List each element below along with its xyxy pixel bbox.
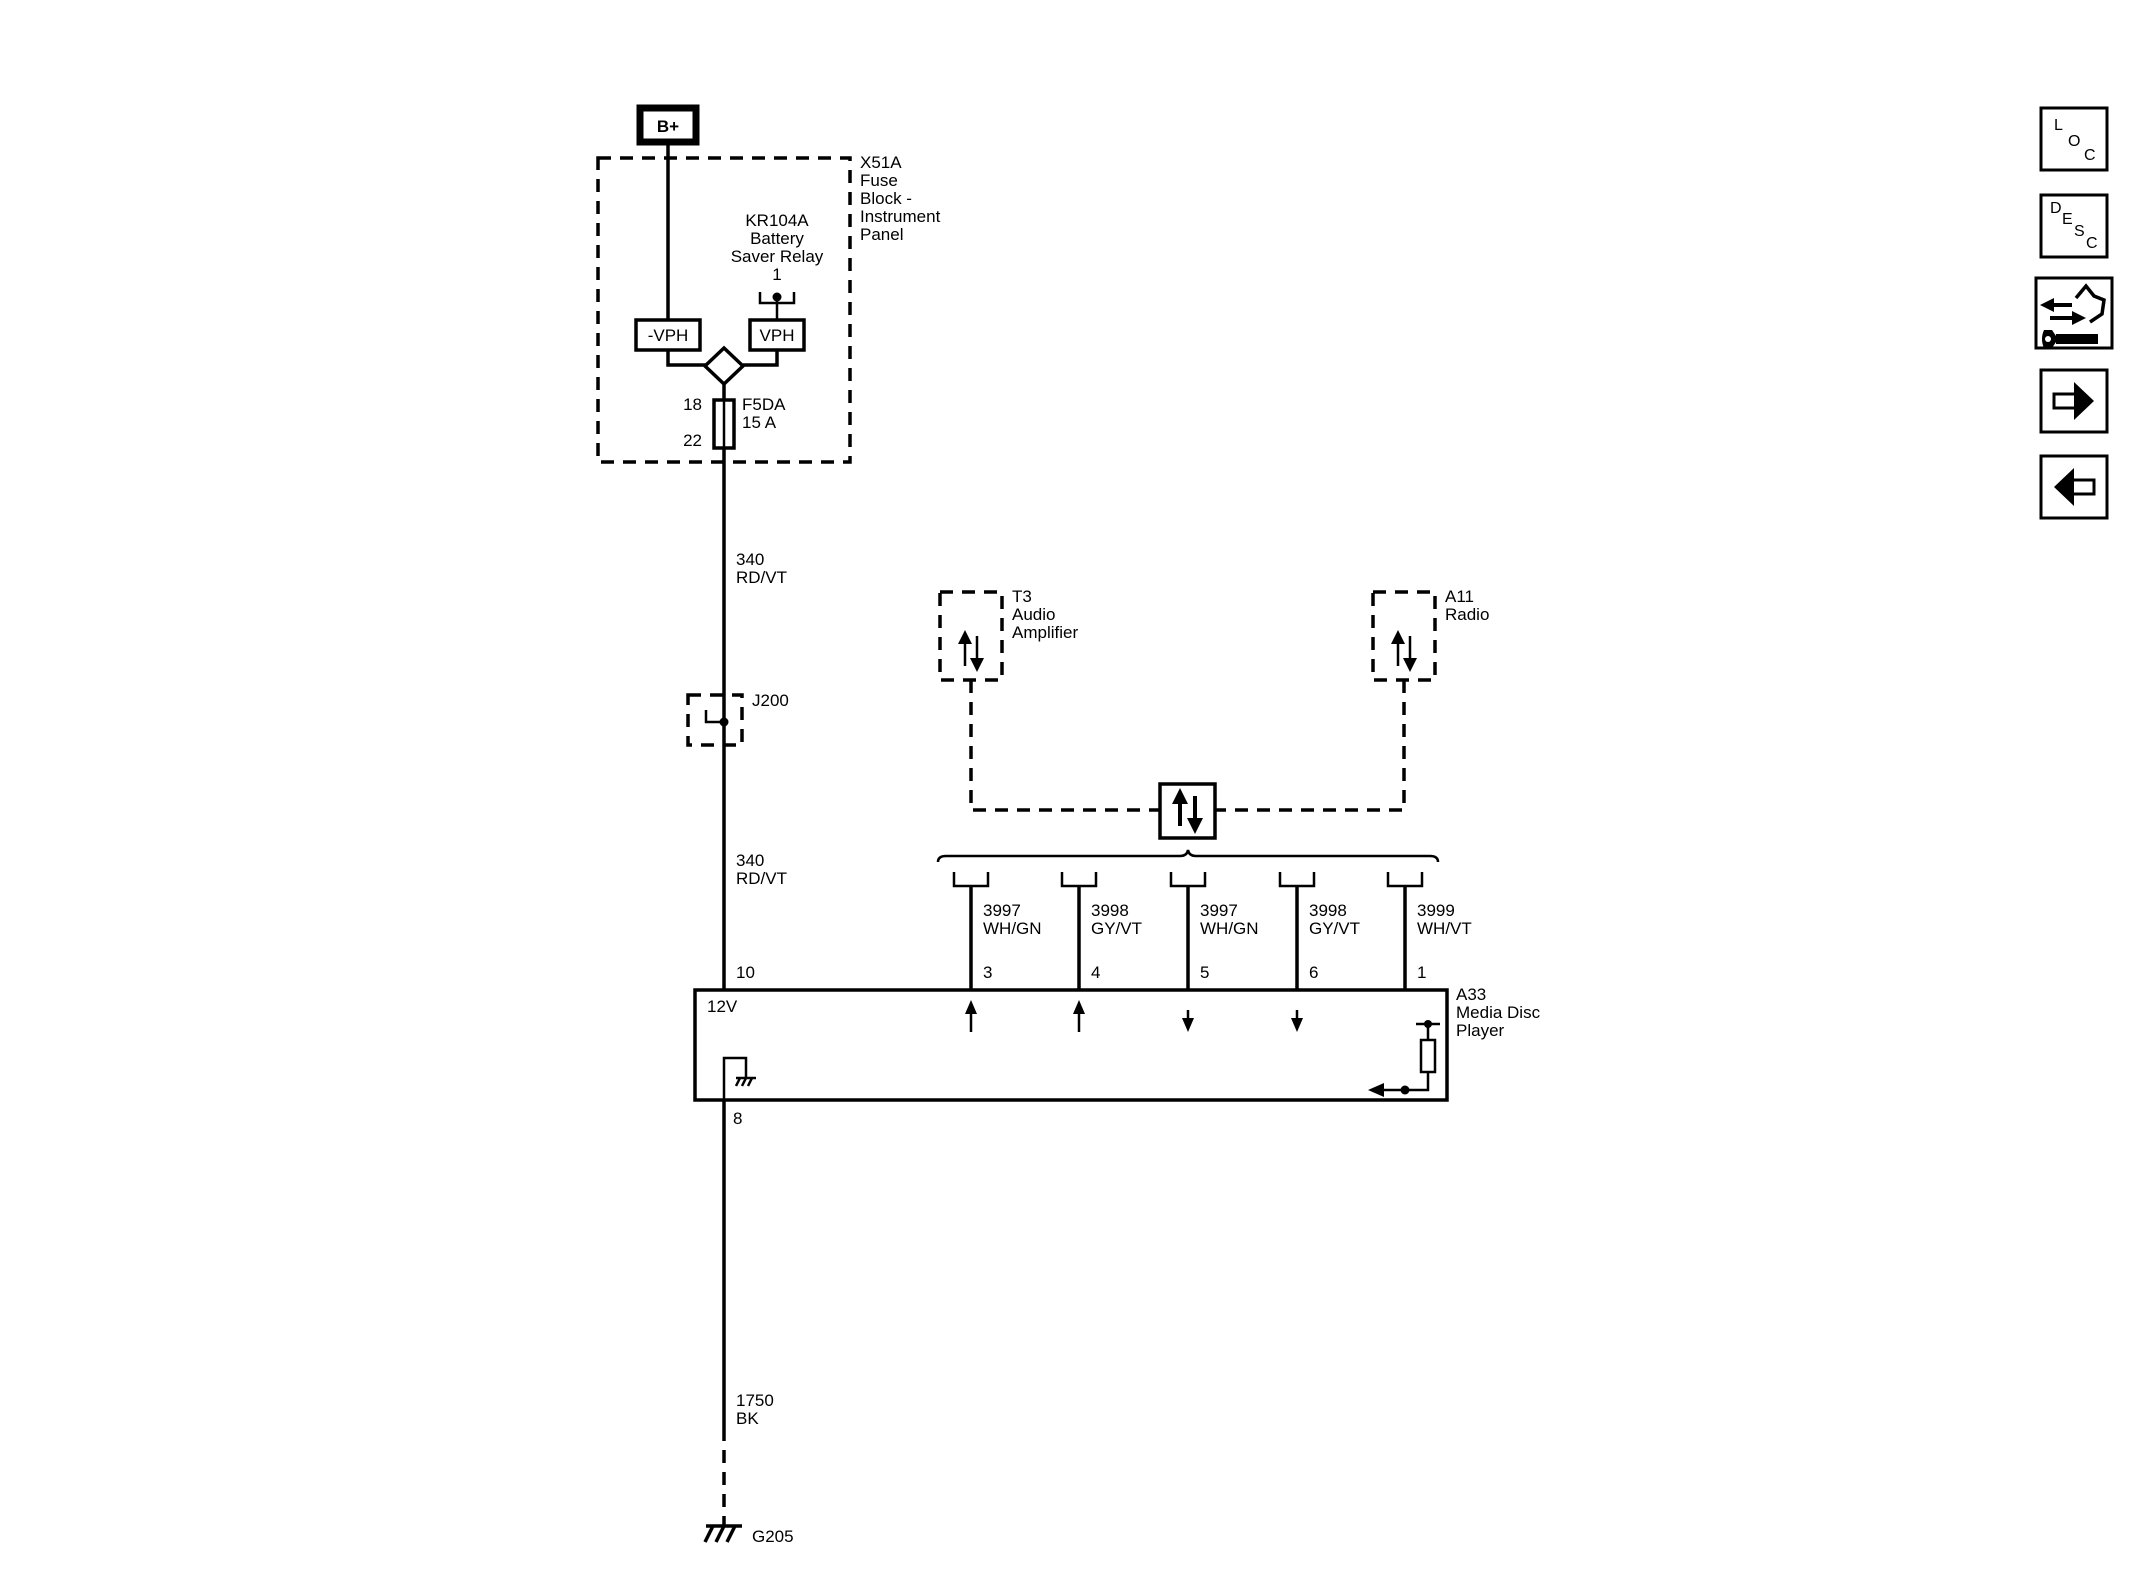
connector-service-button[interactable]: [2034, 276, 2114, 350]
signal-3-pin: 5: [1200, 963, 1209, 982]
arrow-right-icon: [2052, 382, 2094, 420]
splice-outline: [686, 693, 744, 747]
ground-name: G205: [752, 1527, 794, 1546]
signal-5-color: WH/VT: [1417, 919, 1472, 938]
amplifier-link: [969, 680, 1160, 812]
previous-button[interactable]: [2039, 454, 2109, 520]
wrench-icon: [2042, 330, 2098, 348]
signal-3-color: WH/GN: [1200, 919, 1259, 938]
signal-5-pin: 1: [1417, 963, 1426, 982]
battery-positive-source: B+: [636, 104, 700, 146]
location-letter-l: L: [2054, 117, 2063, 134]
relay-name: KR104A: [745, 211, 809, 230]
signal-4-color: GY/VT: [1309, 919, 1360, 938]
amplifier-desc-2: Amplifier: [1012, 623, 1078, 642]
fuse-pin-in: 18: [683, 395, 702, 414]
player-name: A33: [1456, 985, 1486, 1004]
signal-wire-4: [1278, 872, 1316, 990]
location-button[interactable]: L O C: [2039, 106, 2109, 172]
player-desc-2: Player: [1456, 1021, 1505, 1040]
lower-wire-circuit: 340: [736, 851, 764, 870]
relay-contact: [758, 292, 796, 320]
fuse-rating: 15 A: [742, 413, 777, 432]
signal-3-circuit: 3997: [1200, 901, 1238, 920]
amplifier-name: T3: [1012, 587, 1032, 606]
player-power-pin: 10: [736, 963, 755, 982]
fuse-block-desc-1: Fuse: [860, 171, 898, 190]
signal-1-circuit: 3997: [983, 901, 1021, 920]
battery-positive-label: B+: [657, 117, 679, 136]
data-communication-icon: [1158, 782, 1217, 840]
upper-wire-color: RD/VT: [736, 568, 787, 587]
next-button[interactable]: [2039, 368, 2109, 434]
signal-1-color: WH/GN: [983, 919, 1042, 938]
ground-wire-circuit: 1750: [736, 1391, 774, 1410]
signal-2-pin: 4: [1091, 963, 1100, 982]
signal-2-color: GY/VT: [1091, 919, 1142, 938]
amplifier-bidirectional-icon: [958, 630, 984, 672]
signal-1-pin: 3: [983, 963, 992, 982]
amplifier-outline: [938, 590, 1004, 682]
signal-4-pin: 6: [1309, 963, 1318, 982]
connector-arrows-icon: [2040, 283, 2106, 325]
signal-4-circuit: 3998: [1309, 901, 1347, 920]
lower-wire-color: RD/VT: [736, 869, 787, 888]
input-arrow-pin-4: [1073, 1000, 1085, 1032]
output-arrow-pin-6: [1291, 1010, 1303, 1032]
vph-box: [748, 318, 806, 352]
player-voltage: 12V: [707, 997, 738, 1016]
minus-vph-label: -VPH: [648, 326, 689, 345]
fuse-f5da: [712, 398, 736, 450]
radio-bidirectional-icon: [1391, 630, 1417, 672]
location-letter-o: O: [2068, 133, 2080, 150]
minus-vph-link: [666, 350, 706, 367]
fuse-block-desc-4: Panel: [860, 225, 903, 244]
fuse-block-desc-3: Instrument: [860, 207, 941, 226]
output-arrow-pin-5: [1182, 1010, 1194, 1032]
radio-name: A11: [1445, 587, 1474, 606]
radio-link: [1215, 680, 1406, 812]
description-letter-d: D: [2050, 200, 2062, 217]
vph-label: VPH: [760, 326, 795, 345]
vph-link: [743, 350, 779, 367]
signal-wire-1: [952, 872, 990, 990]
pull-up-resistor: [1368, 1020, 1440, 1097]
signal-bus-brace: [936, 849, 1440, 863]
upper-wire-circuit: 340: [736, 550, 764, 569]
relay-pin: 1: [772, 265, 781, 284]
media-disc-player-box: [693, 988, 1449, 1102]
input-arrow-pin-3: [965, 1000, 977, 1032]
arrow-left-icon: [2054, 468, 2096, 506]
description-letter-c: C: [2086, 235, 2098, 252]
player-ground-pin: 8: [733, 1109, 742, 1128]
signal-wire-2: [1060, 872, 1098, 990]
description-button[interactable]: D E S C: [2039, 193, 2109, 259]
signal-wire-3: [1169, 872, 1207, 990]
player-desc-1: Media Disc: [1456, 1003, 1541, 1022]
description-letter-e: E: [2062, 211, 2073, 228]
ground-g205-icon: [703, 1524, 742, 1543]
fuse-name: F5DA: [742, 395, 786, 414]
internal-ground-icon: [722, 1056, 756, 1100]
location-letter-c: C: [2084, 147, 2096, 164]
fuse-pin-out: 22: [683, 431, 702, 450]
relay-desc-1: Battery: [750, 229, 804, 248]
amplifier-desc-1: Audio: [1012, 605, 1055, 624]
signal-5-circuit: 3999: [1417, 901, 1455, 920]
description-letter-s: S: [2074, 223, 2085, 240]
splice-tap: [704, 710, 724, 724]
relay-desc-2: Saver Relay: [731, 247, 824, 266]
fuse-block-desc-2: Block -: [860, 189, 912, 208]
signal-2-circuit: 3998: [1091, 901, 1129, 920]
power-mode-diamond: [702, 345, 746, 387]
ground-wire-color: BK: [736, 1409, 759, 1428]
splice-name: J200: [752, 691, 789, 710]
splice-dot: [719, 717, 729, 727]
radio-desc-1: Radio: [1445, 605, 1489, 624]
fuse-block-name: X51A: [860, 153, 902, 172]
radio-outline: [1371, 590, 1437, 682]
